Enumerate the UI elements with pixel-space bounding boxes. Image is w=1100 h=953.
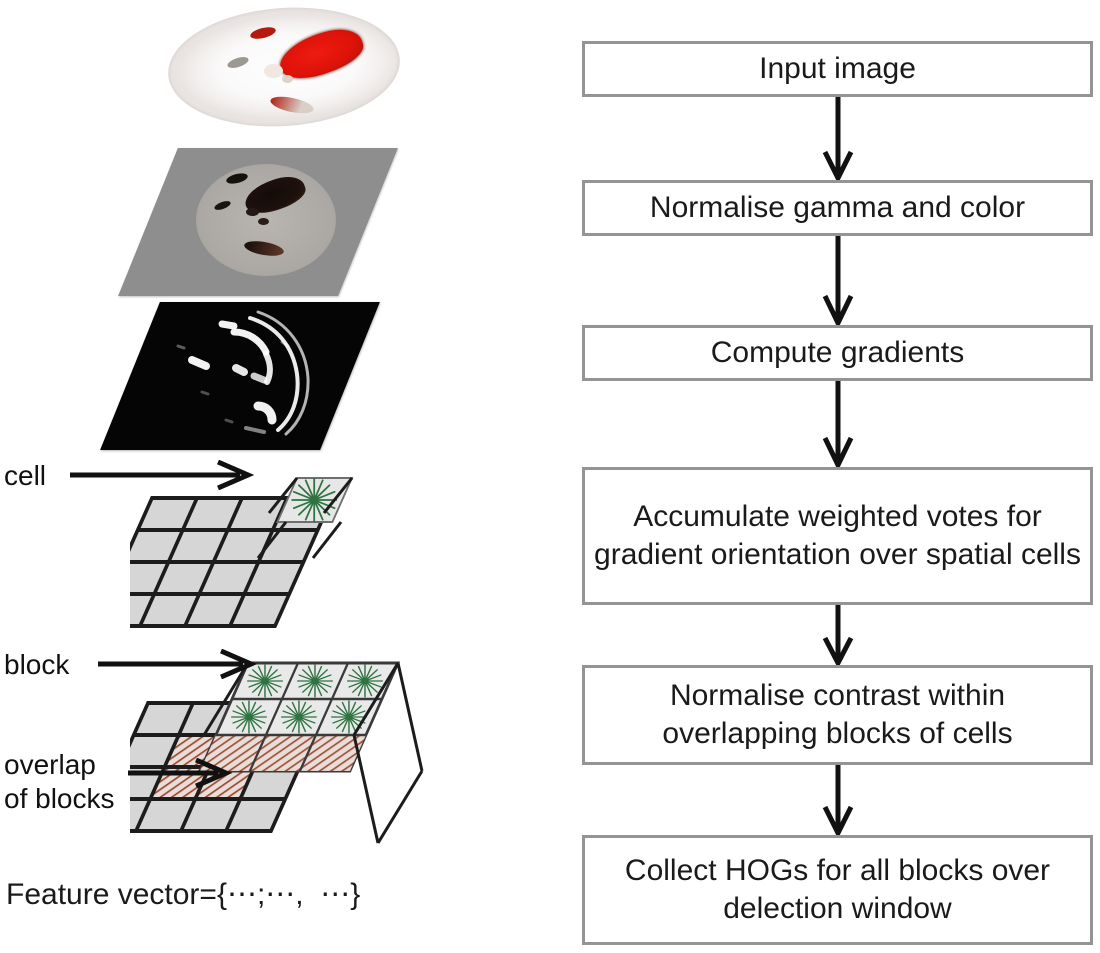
cell-orientation-histogram <box>275 477 354 523</box>
normalised-spot-d <box>258 218 269 225</box>
arrow-right-icon-overlap <box>128 758 233 788</box>
normalised-spot-c <box>246 208 259 216</box>
arrow-down-icon-4 <box>822 605 854 665</box>
flow-step-accumulate-votes[interactable]: Accumulate weighted votes for gradient o… <box>582 467 1093 605</box>
flow-step-label: Compute gradients <box>710 336 965 369</box>
pipeline-stage-block-grid <box>88 655 440 855</box>
feature-extraction-illustration: cell block overlap of blocks Feature vec… <box>4 0 440 911</box>
pipeline-stage-normalised-image <box>118 148 398 296</box>
arrow-right-icon-cell <box>70 460 255 490</box>
flow-step-label: Input image <box>759 52 916 85</box>
cell-lift-connectors <box>256 477 354 559</box>
arrow-down-icon-1 <box>822 97 854 180</box>
feature-vector-label: Feature vector={⋯;⋯, ⋯} <box>6 878 361 911</box>
pipeline-stage-gradient-image <box>100 302 380 450</box>
block-grid-svg <box>88 661 424 844</box>
pipeline-stage-input-image <box>160 0 410 134</box>
hog-flowchart: Input image Normalise gamma and color Co… <box>582 0 1094 953</box>
flow-step-normalise-contrast[interactable]: Normalise contrast within overlapping bl… <box>582 665 1093 765</box>
scan-spot-c <box>264 64 283 78</box>
flow-step-normalise-gamma[interactable]: Normalise gamma and color <box>582 180 1093 236</box>
flow-step-collect-hogs[interactable]: Collect HOGs for all blocks over delecti… <box>582 835 1093 945</box>
label-block: block <box>4 649 70 680</box>
gradient-edges <box>176 310 310 436</box>
gradient-plane-content <box>130 302 350 450</box>
scan-spot-d <box>282 75 293 83</box>
flow-step-input-image[interactable]: Input image <box>582 41 1093 97</box>
block-lift-connectors <box>202 662 424 844</box>
label-cell: cell <box>4 460 47 491</box>
block-orientation-histograms <box>197 661 401 773</box>
cell-grid-svg <box>92 477 354 628</box>
normalised-plane-content <box>148 148 368 296</box>
flow-step-label: Normalise contrast within overlapping bl… <box>662 679 1013 750</box>
flow-step-label: Collect HOGs for all blocks over delecti… <box>624 854 1051 925</box>
flow-step-label: Normalise gamma and color <box>649 191 1026 224</box>
cell-grid-base <box>92 496 335 628</box>
arrow-right-icon-block <box>98 649 258 679</box>
pipeline-stage-cell-grid <box>92 470 410 650</box>
arrow-down-icon-5 <box>822 765 854 835</box>
arrow-down-icon-2 <box>822 236 854 325</box>
label-overlap: overlap of blocks <box>4 749 115 814</box>
flow-step-label: Accumulate weighted votes for gradient o… <box>594 500 1081 571</box>
arrow-down-icon-3 <box>822 381 854 467</box>
flow-step-compute-gradients[interactable]: Compute gradients <box>582 325 1093 381</box>
